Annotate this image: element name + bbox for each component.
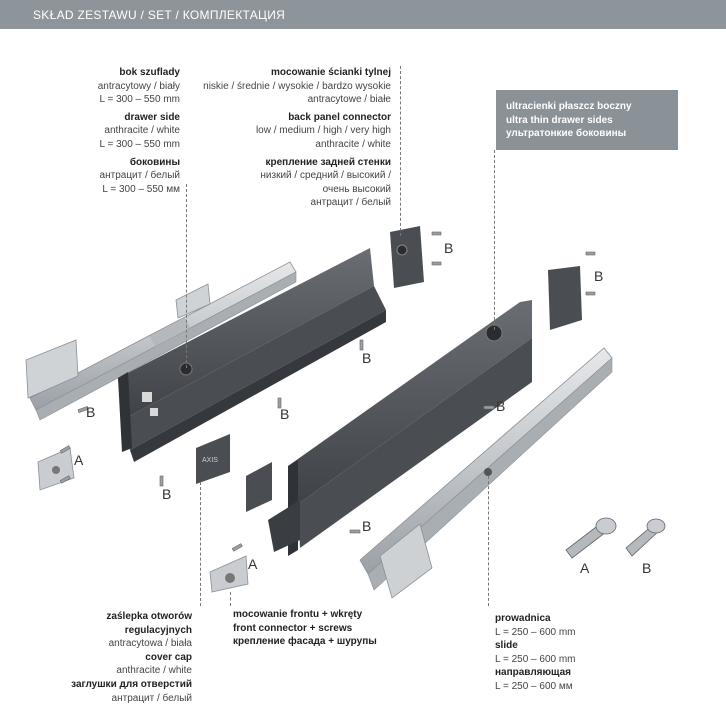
letter-a-screw: A: [580, 560, 590, 576]
slide-en-title: slide: [495, 640, 518, 652]
back-panel-ru-heights-1: низкий / средний / высокий /: [260, 170, 391, 182]
slide-en-length: L = 250 – 600 mm: [495, 653, 576, 665]
letter-b-back-panel-right: B: [594, 268, 604, 284]
letter-b-screw: B: [642, 560, 652, 576]
header-bar: SKŁAD ZESTAWU / SET / КОМПЛЕКТАЦИЯ: [0, 0, 726, 29]
letter-b-right-side: B: [496, 398, 506, 414]
letter-b-left-slide: B: [86, 404, 96, 420]
drawer-side-pl-title: bok szuflady: [119, 67, 180, 78]
front-connector-part-left: [37, 447, 75, 491]
letter-a-left: A: [74, 452, 84, 468]
slide-pl-title: prowadnica: [495, 613, 551, 624]
drawer-side-en-length: L = 300 – 550 mm: [99, 138, 180, 150]
label-back-panel: mocowanie ścianki tylnej niskie / średni…: [151, 66, 391, 210]
leader-cover-cap: [200, 482, 201, 606]
drawer-side-en-color: anthracite / white: [104, 125, 180, 137]
letter-b-cap: B: [162, 486, 172, 502]
front-connector-pl: mocowanie frontu + wkręty: [233, 609, 363, 620]
back-panel-ru-heights-2: очень высокий: [322, 183, 391, 195]
slide-pl-length: L = 250 – 600 mm: [495, 626, 576, 638]
header-title: SKŁAD ZESTAWU / SET / КОМПЛЕКТАЦИЯ: [33, 7, 286, 22]
screw-b-part: [625, 518, 666, 557]
back-panel-en-color: anthracite / white: [315, 138, 391, 150]
drawer-side-ru-title: боковины: [129, 156, 180, 168]
left-slide: [25, 261, 297, 421]
slide-ru-length: L = 250 – 600 мм: [495, 680, 573, 692]
ultra-thin-en: ultra thin drawer sides: [506, 114, 613, 126]
letter-b-back-panel: B: [444, 240, 454, 256]
drawer-side-en-title: drawer side: [124, 111, 180, 123]
loose-screws: [59, 231, 596, 552]
label-slide: prowadnica L = 250 – 600 mm slide L = 25…: [495, 612, 675, 694]
letter-b-mid: B: [280, 406, 290, 422]
front-connector-part: [209, 555, 249, 593]
letter-b-left-side: B: [362, 350, 372, 366]
drawer-side-pl-color: antracytowy / biały: [97, 80, 180, 92]
back-panel-ru-title: крепление задней стенки: [265, 156, 391, 168]
cover-cap-en-title: cover cap: [145, 651, 192, 663]
back-panel-ru-color: антрацит / белый: [310, 197, 391, 209]
back-panel-pl-color: antracytowe / białe: [307, 94, 391, 106]
front-connector-ru: крепление фасада + шурупы: [233, 636, 377, 648]
ultra-thin-ru: ультратонкие боковины: [506, 128, 627, 139]
cover-cap-pl-title-1: zaślepka otworów: [106, 611, 192, 622]
cover-cap-pl-title-2: regulacyjnych: [124, 624, 192, 636]
cover-cap-en-color: anthracite / white: [116, 665, 192, 677]
left-drawer-side: [118, 248, 386, 462]
cover-cap-part: AXIS: [196, 434, 230, 484]
back-panel-en-heights: low / medium / high / very high: [255, 125, 391, 137]
right-drawer-side: [268, 300, 532, 556]
leader-back-panel: [400, 66, 401, 236]
label-front-connector: mocowanie frontu + wkręty front connecto…: [233, 608, 453, 649]
right-slide: [359, 347, 613, 599]
ultra-thin-badge: ultracienki płaszcz boczny ultra thin dr…: [496, 90, 678, 150]
screw-a-part: [565, 517, 617, 559]
drawer-side-pl-length: L = 300 – 550 mm: [99, 94, 180, 106]
back-panel-pl-heights: niskie / średnie / wysokie / bardzo wyso…: [203, 80, 391, 92]
letter-a-front: A: [248, 556, 258, 572]
leader-drawer-side: [186, 184, 187, 368]
svg-text:AXIS: AXIS: [202, 457, 218, 464]
slide-ru-title: направляющая: [495, 667, 572, 679]
label-drawer-side: bok szuflady antracytowy / biały L = 300…: [0, 66, 180, 196]
ultra-thin-pl: ultracienki płaszcz boczny: [506, 101, 632, 112]
letter-b-front-slide: B: [362, 518, 372, 534]
label-cover-cap: zaślepka otworów regulacyjnych antracyto…: [12, 610, 192, 705]
cover-cap-part-2: [246, 462, 272, 512]
back-panel-connector-part: [390, 226, 582, 330]
leader-ultra-thin: [494, 150, 495, 330]
drawer-side-ru-color: антрацит / белый: [99, 170, 180, 182]
cover-cap-pl-color: antracytowa / biała: [108, 638, 192, 650]
leader-slide: [488, 476, 489, 606]
drawer-side-ru-length: L = 300 – 550 мм: [102, 183, 180, 195]
cover-cap-ru-title: заглушки для отверстий: [71, 678, 192, 690]
front-connector-en: front connector + screws: [233, 622, 353, 634]
cover-cap-ru-color: антрацит / белый: [111, 692, 192, 704]
leader-front-connector: [230, 592, 231, 606]
back-panel-en-title: back panel connector: [288, 111, 391, 123]
back-panel-pl-title: mocowanie ścianki tylnej: [270, 67, 391, 78]
